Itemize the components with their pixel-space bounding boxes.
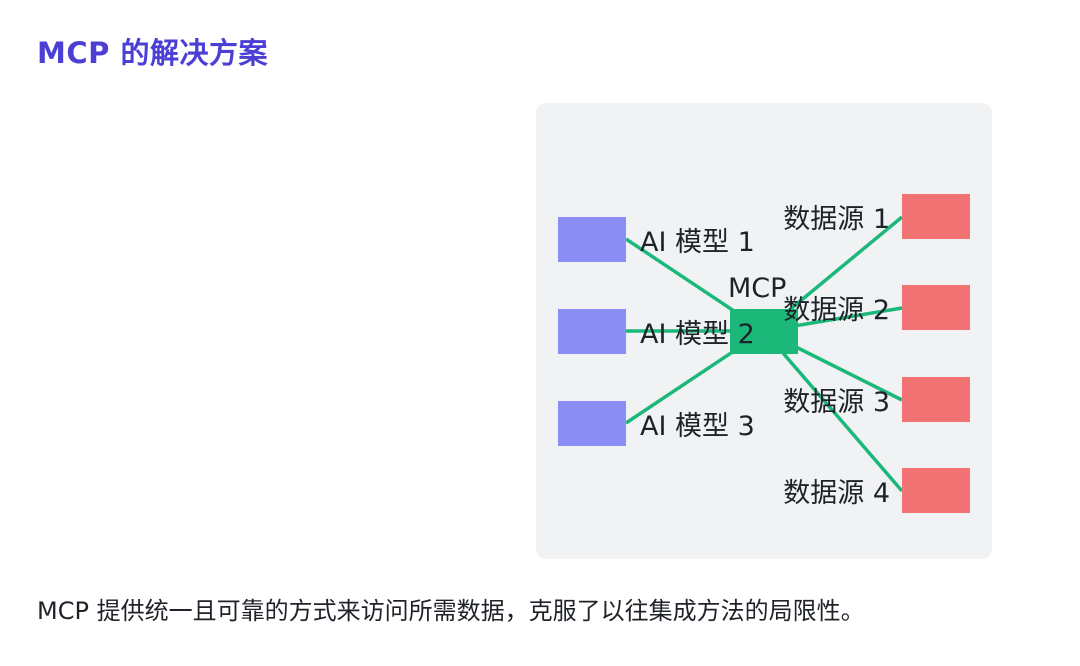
model-node-2 — [558, 309, 626, 354]
source-node-1 — [902, 194, 970, 239]
model-node-3 — [558, 401, 626, 446]
source-label-2: 数据源 2 — [783, 295, 890, 326]
source-label-1: 数据源 1 — [783, 204, 890, 235]
caption-text: MCP 提供统一且可靠的方式来访问所需数据，克服了以往集成方法的局限性。 — [37, 597, 865, 625]
source-node-2 — [902, 285, 970, 330]
page-title: MCP 的解决方案 — [37, 36, 268, 70]
source-node-4 — [902, 468, 970, 513]
source-label-4: 数据源 4 — [783, 478, 890, 509]
model-label-2: AI 模型 2 — [640, 319, 755, 350]
mcp-diagram: AI 模型 1 AI 模型 2 AI 模型 3 MCP 数据源 1 数据源 2 … — [536, 103, 992, 559]
hub-label: MCP — [728, 273, 786, 304]
mcp-hub-node — [730, 309, 798, 354]
source-node-3 — [902, 377, 970, 422]
diagram-canvas: AI 模型 1 AI 模型 2 AI 模型 3 MCP 数据源 1 数据源 2 … — [558, 194, 970, 513]
model-label-3: AI 模型 3 — [640, 411, 755, 442]
edge-source-4 — [762, 329, 904, 493]
source-label-3: 数据源 3 — [783, 387, 890, 418]
model-label-1: AI 模型 1 — [640, 227, 755, 258]
model-node-1 — [558, 217, 626, 262]
